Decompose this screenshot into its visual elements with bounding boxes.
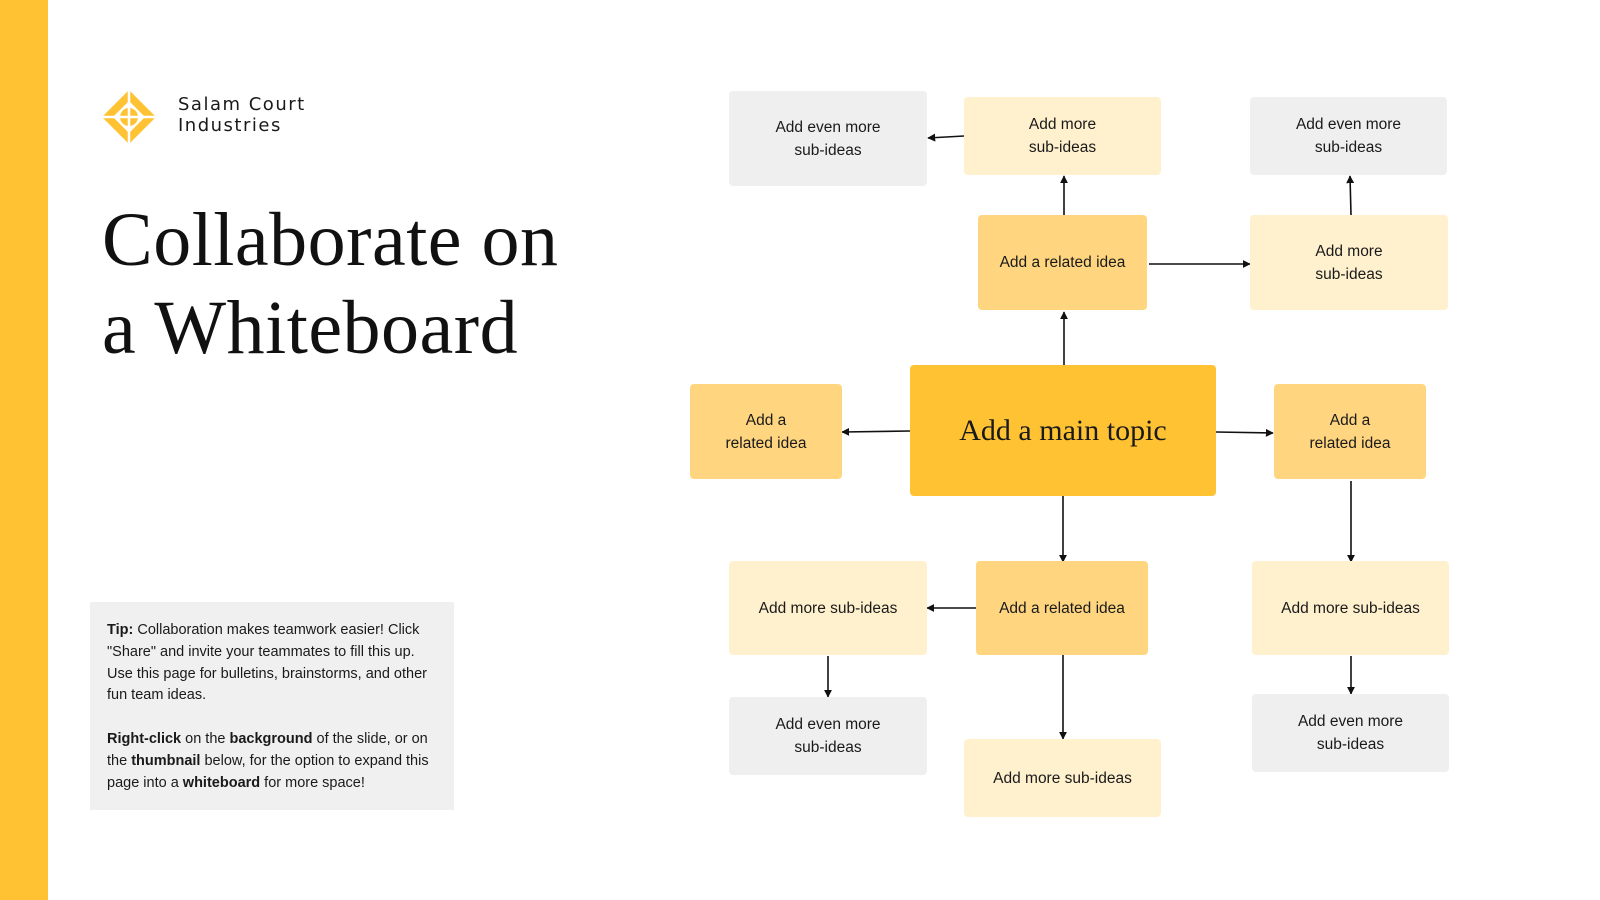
tip-text-part: for more space! — [260, 774, 365, 791]
accent-side-bar — [0, 0, 48, 900]
connector-top-sub-to-top-left-even — [927, 133, 965, 142]
top-right-even-more-node[interactable]: Add even more sub-ideas — [1250, 97, 1447, 175]
connector-main-to-right-related — [1215, 428, 1274, 437]
connector-right-sub-to-top-right-even — [1346, 175, 1355, 216]
tip-text-part: on the — [181, 730, 230, 747]
tip-bold-background: background — [229, 730, 313, 747]
company-name-line2: Industries — [178, 115, 282, 136]
page-title: Collaborate on a Whiteboard — [102, 196, 662, 372]
right-sub-idea-node[interactable]: Add more sub-ideas — [1250, 215, 1448, 310]
tip-text: Collaboration makes teamwork easier! Cli… — [107, 622, 427, 704]
tip-paragraph-2: Right-click on the background of the sli… — [107, 729, 436, 794]
bottom-related-idea-node[interactable]: Add a related idea — [976, 561, 1148, 655]
bottom-left-even-more-node[interactable]: Add even more sub-ideas — [729, 697, 927, 775]
company-name-line1: Salam Court — [178, 94, 306, 115]
main-topic-node[interactable]: Add a main topic — [910, 365, 1216, 496]
tip-text-part: of the slide, or on the — [107, 730, 428, 769]
tip-box: Tip: Collaboration makes teamwork easier… — [90, 602, 454, 810]
tip-bold-whiteboard: whiteboard — [182, 774, 261, 791]
bottom-sub-idea-node[interactable]: Add more sub-ideas — [964, 739, 1161, 817]
bottom-right-sub-idea-node[interactable]: Add more sub-ideas — [1252, 561, 1449, 655]
tip-paragraph-1: Tip: Collaboration makes teamwork easier… — [107, 620, 436, 707]
tip-text-part: below, for the option to expand this pag… — [107, 752, 429, 791]
left-related-idea-node[interactable]: Add a related idea — [690, 384, 842, 479]
top-sub-idea-node[interactable]: Add more sub-ideas — [964, 97, 1161, 175]
bottom-left-sub-idea-node[interactable]: Add more sub-ideas — [729, 561, 927, 655]
connector-main-to-left-related — [841, 427, 911, 436]
main-topic-label: Add a main topic — [959, 413, 1167, 447]
page-title-line2: a Whiteboard — [102, 286, 519, 370]
page-title-line1: Collaborate on — [102, 198, 559, 282]
right-related-idea-node[interactable]: Add a related idea — [1274, 384, 1426, 479]
tip-bold-thumbnail: thumbnail — [131, 752, 201, 769]
company-name: Salam Court Industries — [178, 94, 306, 136]
bottom-right-even-more-node[interactable]: Add even more sub-ideas — [1252, 694, 1449, 772]
company-logo-icon — [102, 90, 156, 144]
top-left-even-more-node[interactable]: Add even more sub-ideas — [729, 91, 927, 186]
top-related-idea-node[interactable]: Add a related idea — [978, 215, 1147, 310]
tip-label: Tip: — [107, 622, 134, 638]
tip-bold-right-click: Right-click — [107, 730, 182, 747]
